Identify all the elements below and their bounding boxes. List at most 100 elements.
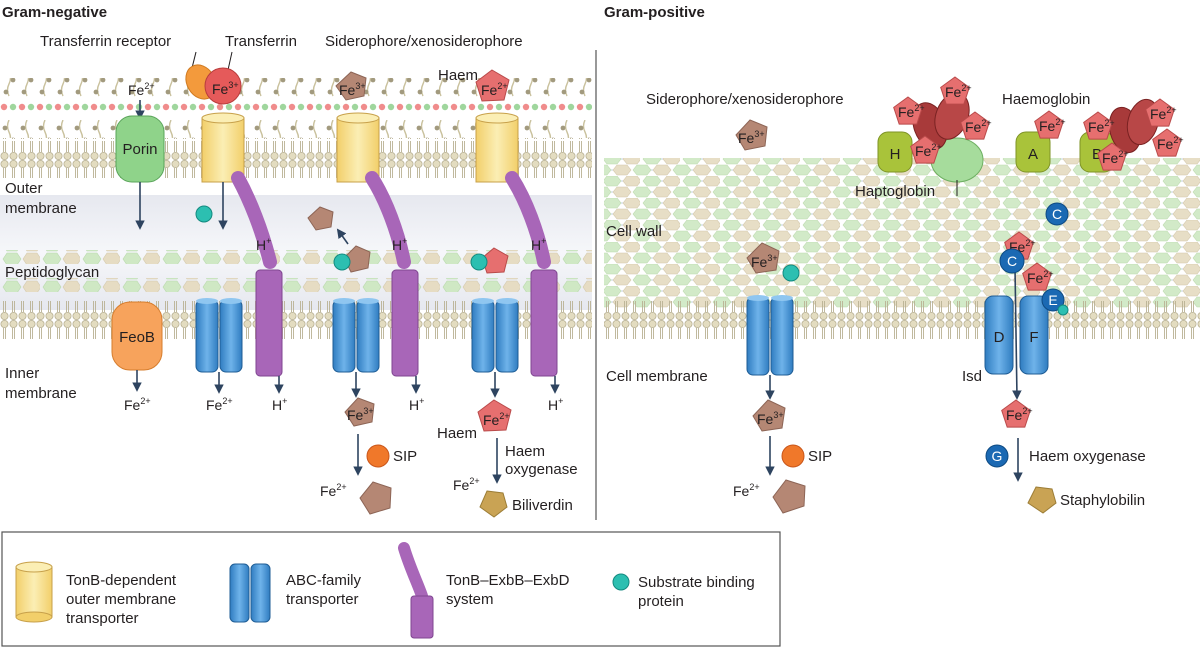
feob-label: FeoB (119, 329, 155, 346)
abc-transporter-3 (471, 298, 519, 373)
label-siderophore-pos: Siderophore/xenosiderophore (646, 91, 844, 108)
legend-substrate-binding-line-1: Substrate binding (638, 574, 755, 591)
label-siderophore-neg: Siderophore/xenosiderophore (325, 33, 523, 50)
protein-b-label: B (1092, 146, 1102, 163)
isd-f-label: F (1029, 329, 1038, 346)
label-inner-2: membrane (5, 385, 77, 402)
abc-transporter-2 (332, 298, 380, 373)
isd-f (1019, 295, 1049, 375)
label-cell-membrane: Cell membrane (606, 368, 708, 385)
abc1-fe-ion: Fe2+ (206, 396, 233, 413)
siderophore-pos-cytoplasm (752, 399, 786, 432)
gram-positive-envelope (604, 158, 1200, 340)
haem-pos-8 (1152, 128, 1182, 157)
sbp-neg-2 (333, 253, 351, 271)
porin-fe-ion: Fe2+ (128, 81, 155, 98)
haem-pos-fe-1: Fe2+ (898, 103, 925, 120)
haem-oxygenase-fe: Fe2+ (453, 476, 480, 493)
proton-out-1: H+ (272, 396, 287, 413)
siderophore-pos-top (735, 119, 768, 151)
siderophore-cytoplasm (344, 397, 375, 427)
siderophore-pos-fe: Fe3+ (738, 129, 765, 146)
feob-fe-ion: Fe2+ (124, 396, 151, 413)
legend-box (1, 531, 781, 647)
haem-pos-fe-3: Fe2+ (965, 118, 992, 135)
protein-c-bound (999, 248, 1025, 274)
siderophore-pos-wall-fe: Fe3+ (751, 253, 778, 270)
proton-out-3: H+ (548, 396, 563, 413)
protein-a-label: A (1028, 146, 1038, 163)
haem-group-positive: Fe2+Fe2+Fe2+Fe2+Fe2+Fe2+Fe2+Fe2+Fe2+Fe2+… (893, 76, 1184, 428)
sbp-pos (782, 264, 800, 282)
sip-pos-fe: Fe2+ (733, 482, 760, 499)
sip-neg (366, 444, 390, 468)
sbp-neg-1 (195, 205, 213, 223)
haem-pos-12 (1001, 399, 1031, 428)
haem-pos-fe-6: Fe2+ (1088, 118, 1115, 135)
siderophore-released (359, 481, 392, 515)
legend-tonb-system (398, 542, 434, 639)
siderophore-cytoplasm-fe: Fe3+ (347, 406, 374, 423)
siderophore-pos-wall (746, 242, 780, 274)
haem-pos-fe-5: Fe2+ (1039, 117, 1066, 134)
isd-d-label: D (994, 329, 1005, 346)
protein-g (985, 444, 1009, 468)
legend-tonb-transporter-line-3: transporter (66, 610, 139, 627)
tonb-system-1 (231, 171, 283, 377)
proton-out-2: H+ (409, 396, 424, 413)
legend-tonb-system-line-2: system (446, 591, 494, 608)
legend-substrate-binding-icon (612, 573, 630, 591)
sip-pos (781, 444, 805, 468)
label-peptidoglycan: Peptidoglycan (5, 264, 99, 281)
protein-e-label: E (1048, 292, 1057, 308)
haem-pos-3 (960, 111, 990, 140)
gram-positive-title: Gram-positive (604, 4, 705, 21)
label-transferrin: Transferrin (225, 33, 297, 50)
proton-1: H+ (256, 236, 271, 253)
siderophore-pos-released (772, 479, 806, 514)
haem-cytoplasm-fe: Fe2+ (483, 411, 510, 428)
siderophore-pos-cytoplasm-fe: Fe3+ (757, 410, 784, 427)
haem-pos-fe-12: Fe2+ (1006, 406, 1033, 423)
legend-substrate-binding-line-2: protein (638, 593, 684, 610)
label-outer-1: Outer (5, 180, 43, 197)
haem-pos-fe-11: Fe2+ (1027, 269, 1054, 286)
haem-neg-fe: Fe2+ (481, 81, 508, 98)
sbp-neg-3 (470, 253, 488, 271)
protein-c-free (1045, 202, 1069, 226)
siderophore-free (307, 206, 334, 231)
haem-pos-fe-2: Fe2+ (945, 83, 972, 100)
label-haptoglobin: Haptoglobin (855, 183, 935, 200)
label-inner-1: Inner (5, 365, 39, 382)
haem-pos-7 (1145, 98, 1175, 127)
leader-receptor (191, 51, 197, 69)
protein-h-label: H (890, 146, 901, 163)
label-haem-oxygenase-1: Haem (505, 443, 545, 460)
haem-pos-1 (893, 96, 923, 125)
leader-transferrin (227, 51, 233, 71)
legend-tonb-transporter-line-1: TonB-dependent (66, 572, 177, 589)
isd-d (984, 295, 1014, 375)
haem-pos-fe-7: Fe2+ (1150, 105, 1177, 122)
protein-h (877, 131, 913, 173)
label-haem-oxygenase-pos: Haem oxygenase (1029, 448, 1146, 465)
haem-pos-4 (910, 135, 940, 164)
protein-g-label: G (992, 448, 1003, 464)
proton-3: H+ (531, 236, 546, 253)
tonb-system-3 (505, 171, 558, 377)
sbp-isd (1057, 304, 1069, 316)
legend-tonb-transporter-line-2: outer membrane (66, 591, 176, 608)
tonb-system-2 (365, 171, 419, 377)
legend-tonb-system-line-1: TonB–ExbB–ExbD (446, 572, 570, 589)
sip-pos-label: SIP (808, 448, 832, 465)
label-haem-oxygenase-2: oxygenase (505, 461, 578, 478)
abc-transporter-pos (746, 295, 794, 376)
haem-pos-2 (940, 76, 970, 105)
haem-pos-fe-4: Fe2+ (915, 142, 942, 159)
haem-pos-5 (1034, 110, 1064, 139)
sip-neg-label: SIP (393, 448, 417, 465)
label-haem-top: Haem (438, 67, 478, 84)
gram-negative-title: Gram-negative (2, 4, 107, 21)
siderophore-neg-top (335, 71, 367, 101)
